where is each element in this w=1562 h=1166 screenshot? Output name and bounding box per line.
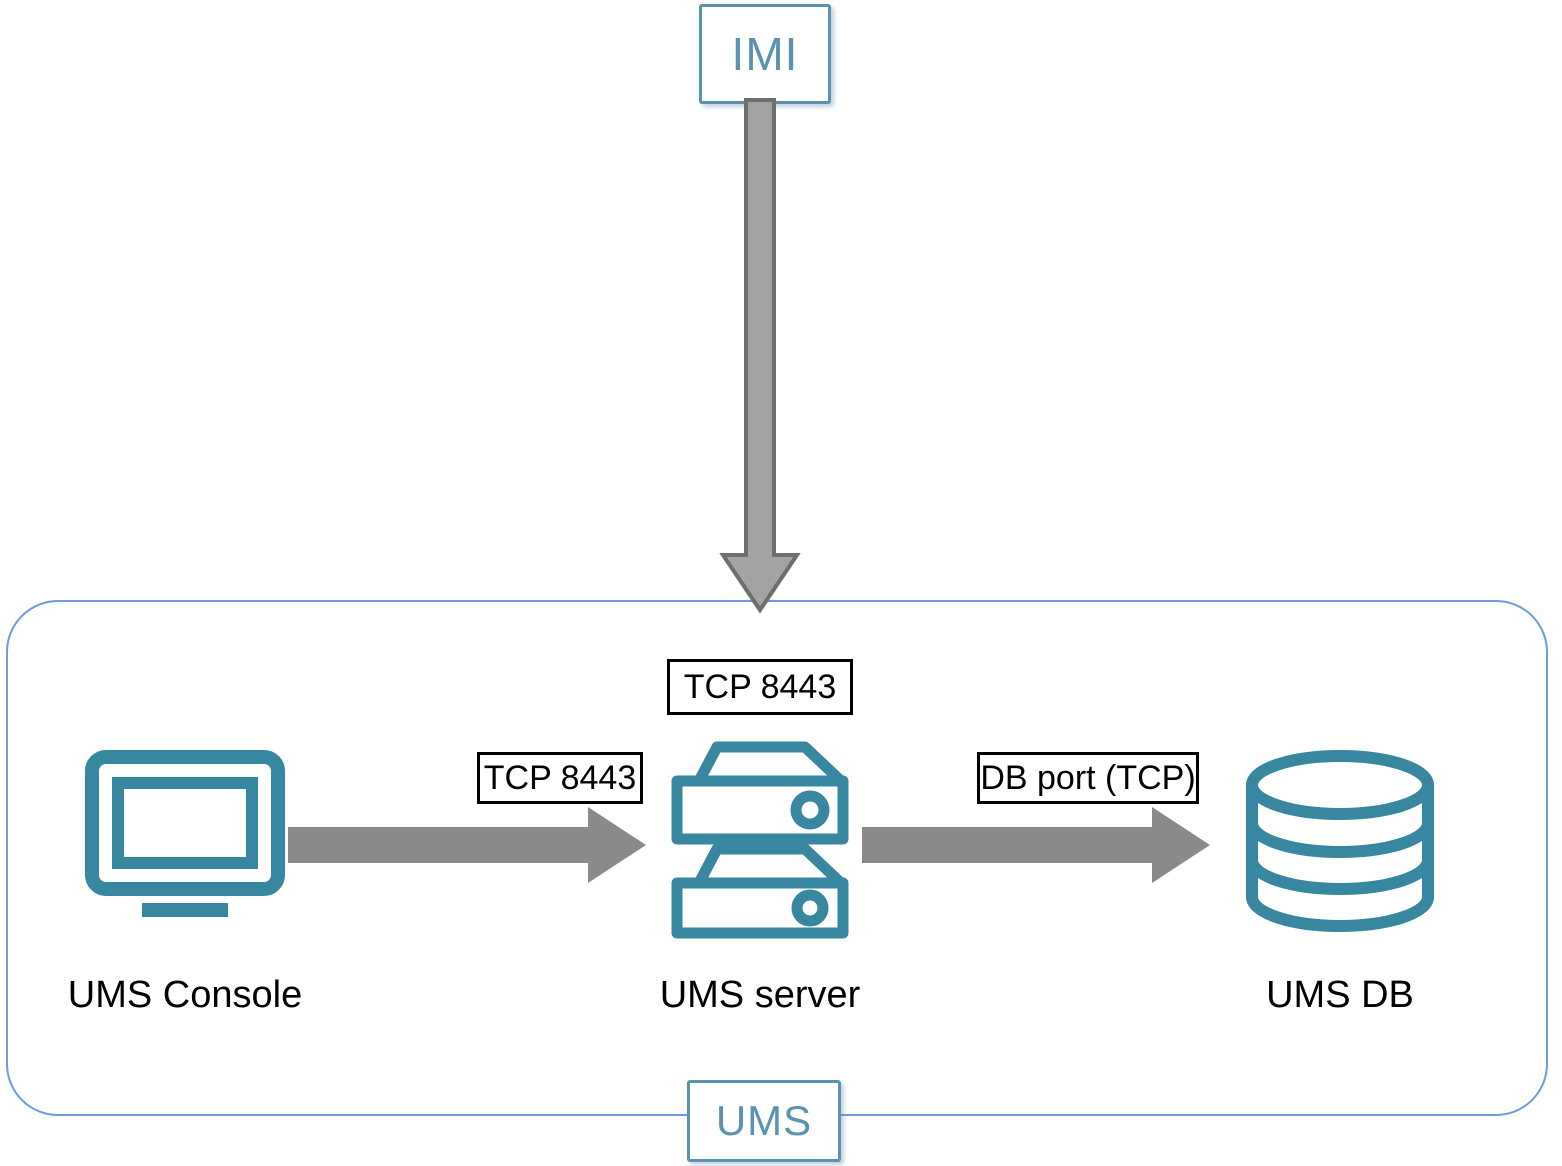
ums-db-node <box>1235 745 1445 935</box>
imi-zone-label: IMI <box>731 28 799 80</box>
port-label-text: TCP 8443 <box>683 667 837 706</box>
ums-console-label: UMS Console <box>67 974 303 1016</box>
port-label-console-to-server: TCP 8443 <box>477 752 643 804</box>
port-label-imi-to-server: TCP 8443 <box>667 659 853 715</box>
server-rack-icon <box>671 741 849 939</box>
ums-zone-label: UMS <box>715 1097 813 1144</box>
monitor-icon <box>85 750 285 917</box>
port-label-text: DB port (TCP) <box>980 758 1196 797</box>
arrow-console-to-server <box>288 807 646 883</box>
arrow-server-to-db <box>862 807 1210 883</box>
imi-zone-tag: IMI <box>699 4 831 104</box>
port-label-server-to-db: DB port (TCP) <box>977 752 1199 804</box>
ums-db-label: UMS DB <box>1266 974 1414 1016</box>
arrow-imi-to-server <box>719 98 801 614</box>
ums-server-node <box>655 735 865 940</box>
port-label-text: TCP 8443 <box>483 758 637 797</box>
database-cylinder-icon <box>1246 750 1434 932</box>
ums-console-node <box>80 745 290 935</box>
ums-server-label: UMS server <box>659 974 861 1016</box>
ums-zone-tag: UMS <box>687 1080 841 1162</box>
